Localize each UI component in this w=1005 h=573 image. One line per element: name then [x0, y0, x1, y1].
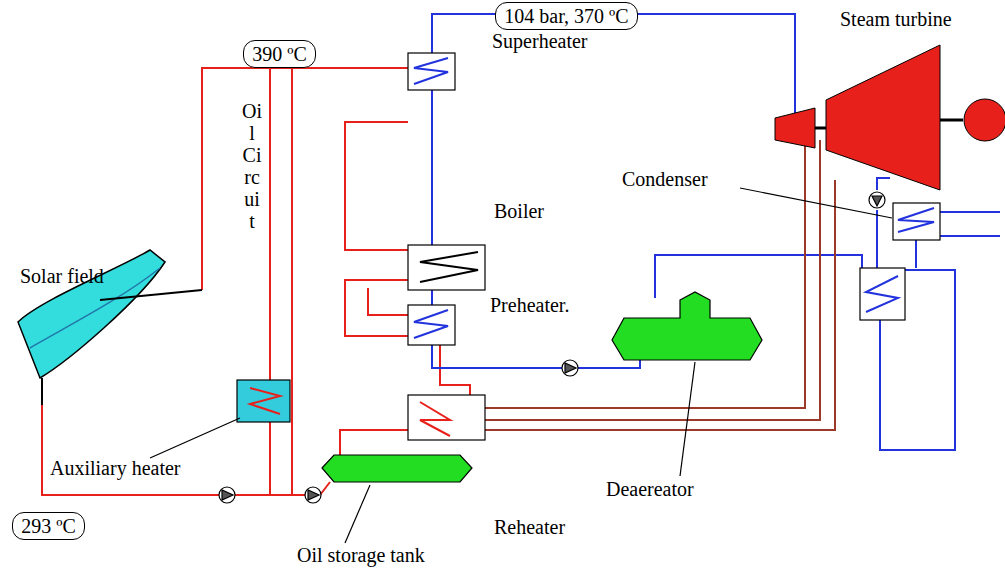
heat-exchanger	[408, 245, 485, 290]
heat-exchanger	[408, 305, 455, 345]
auxiliary-heater	[237, 380, 290, 422]
turbine-label: Steam turbine	[840, 8, 952, 31]
equipment-label: Solar field	[20, 265, 104, 288]
steam-turbine	[940, 119, 963, 122]
exchanger-coil	[866, 276, 898, 312]
heat-exchanger	[408, 395, 485, 440]
steam-pipe	[431, 90, 433, 245]
pump	[565, 363, 576, 373]
pump	[305, 487, 321, 503]
oil-pipe	[345, 280, 408, 336]
auxiliary-heater	[237, 380, 290, 422]
tag-text: 293 ºC	[21, 515, 76, 537]
equipment-label: Auxiliary heater	[50, 457, 181, 480]
oil-storage-tank	[322, 455, 472, 482]
circuit-label: Oil Circuit	[242, 100, 262, 232]
pump	[219, 192, 885, 503]
oil-pipe	[291, 68, 293, 495]
reheat-pipe	[485, 140, 820, 420]
steam-turbine	[815, 127, 826, 130]
pump	[869, 192, 885, 208]
steam-pipe	[432, 14, 1000, 450]
exchanger-coil	[898, 208, 934, 232]
heat-exchanger	[860, 268, 905, 320]
heat-exchanger	[893, 203, 940, 240]
deaerator	[612, 292, 762, 360]
steam-pipe	[431, 290, 433, 305]
oil-pipe	[320, 482, 330, 495]
leader-line	[345, 485, 370, 543]
reheat-pipe	[485, 140, 835, 430]
oil-pipe	[340, 430, 408, 458]
solar-collector	[41, 378, 43, 405]
pump	[562, 360, 578, 376]
steam-pipe	[877, 178, 890, 190]
steam-pipe	[432, 345, 562, 368]
steam-turbine	[826, 45, 940, 190]
auxiliary-heater	[250, 388, 280, 414]
equipment-label: Condenser	[622, 168, 708, 191]
solar-collector	[100, 290, 202, 300]
temperature-tag: 390 ºC	[243, 40, 316, 68]
leader-line	[740, 188, 892, 218]
oil-storage-tank	[322, 455, 472, 482]
equipment-label: Superheater	[492, 30, 588, 53]
pump	[219, 487, 235, 503]
leader-line	[150, 418, 240, 458]
reheat-pipe	[485, 180, 835, 430]
pump	[872, 196, 882, 206]
oil-pipe	[345, 122, 408, 250]
deaerator	[612, 292, 762, 360]
equipment-label: Oil storage tank	[297, 544, 425, 567]
temperature-tag: 293 ºC	[12, 512, 85, 540]
equipment-label: Reheater	[494, 516, 565, 539]
equipment-label: Deaereator	[606, 478, 694, 501]
steam-pipe	[940, 211, 1000, 213]
equipment-label: Preheater.	[490, 294, 569, 317]
tag-text: 390 ºC	[252, 43, 307, 65]
pump	[308, 490, 319, 500]
exchanger-coil	[414, 310, 448, 338]
steam-pipe	[915, 240, 917, 268]
oil-pipe	[202, 68, 410, 290]
exchanger-coil	[420, 252, 478, 282]
exchanger-coil	[420, 402, 450, 436]
oil-pipe	[368, 288, 408, 315]
steam-pipe	[876, 210, 878, 268]
solar-collector	[18, 250, 202, 405]
steam-turbine	[775, 45, 1005, 190]
leader-line	[680, 362, 695, 476]
steam-condition-tag: 104 bar, 370 ºC	[495, 2, 638, 30]
leader-line	[150, 188, 892, 543]
tag-text: 104 bar, 370 ºC	[504, 5, 628, 27]
heat-exchanger	[408, 53, 455, 90]
exchanger-coil	[414, 58, 448, 84]
equipment-label: Boiler	[494, 200, 544, 223]
steam-turbine	[964, 99, 1005, 141]
reheat-pipe	[485, 140, 805, 408]
steam-pipe	[940, 235, 1000, 237]
oil-pipe	[269, 68, 271, 495]
steam-pipe	[655, 255, 862, 298]
oil-pipe	[440, 345, 470, 398]
steam-turbine	[775, 108, 815, 148]
solar-collector	[18, 250, 165, 378]
pump	[222, 490, 233, 500]
